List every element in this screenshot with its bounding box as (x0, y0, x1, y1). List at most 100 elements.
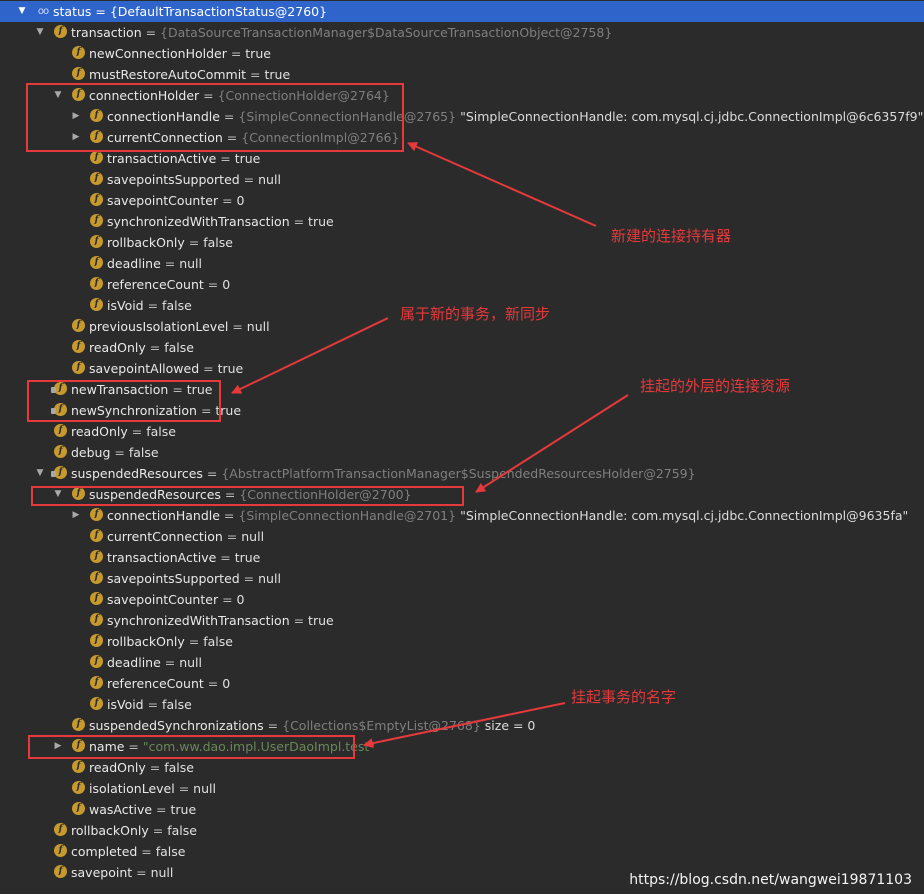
tree-row-label: isolationLevel = null (89, 778, 216, 799)
assignment-separator: = (143, 697, 163, 712)
tree-row-label: currentConnection = {ConnectionImpl@2766… (107, 127, 399, 148)
tree-row-label: currentConnection = null (107, 526, 264, 547)
assignment-separator: = (218, 193, 237, 208)
field-icon: f (90, 571, 103, 584)
variable-name: savepointCounter (107, 592, 219, 607)
variable-value: true (234, 550, 261, 565)
assignment-separator: = (168, 382, 187, 397)
variable-value: null (179, 655, 202, 670)
field-icon: f (72, 340, 85, 353)
tree-row-label: mustRestoreAutoCommit = true (89, 64, 290, 85)
field-icon: f (72, 781, 85, 794)
field-icon: f (72, 739, 85, 752)
variable-value: true (264, 67, 291, 82)
expand-arrow-icon[interactable]: ▶ (72, 132, 80, 142)
variable-value: {Collections$EmptyList@2768} (282, 718, 481, 733)
expand-arrow-icon[interactable]: ▶ (72, 510, 80, 520)
tree-row-label: connectionHandle = {SimpleConnectionHand… (107, 106, 923, 127)
field-icon: f (90, 130, 103, 143)
field-icon: f (54, 25, 67, 38)
expand-arrow-icon[interactable]: ▶ (54, 741, 62, 751)
tree-row-isolationlevel[interactable]: f isolationLevel = null (0, 778, 924, 799)
collapse-arrow-icon[interactable]: ▼ (36, 468, 44, 478)
field-icon: f (90, 592, 103, 605)
variable-name: rollbackOnly (71, 823, 149, 838)
variable-value: false (167, 823, 197, 838)
collapse-arrow-icon[interactable]: ▼ (18, 6, 26, 16)
collapse-arrow-icon[interactable]: ▼ (36, 27, 44, 37)
field-icon: f (90, 235, 103, 248)
collapse-arrow-icon[interactable]: ▼ (54, 90, 62, 100)
tree-row-label: suspendedSynchronizations = {Collections… (89, 715, 535, 736)
tree-row-label: referenceCount = 0 (107, 274, 230, 295)
variable-name: wasActive (89, 802, 153, 817)
assignment-separator: = (219, 109, 239, 124)
annotation-new-transaction-sync: 属于新的事务，新同步 (400, 305, 551, 323)
field-icon: f (90, 508, 103, 521)
variable-value: true (170, 802, 197, 817)
collapse-arrow-icon[interactable]: ▼ (54, 489, 62, 499)
variable-value: {ConnectionImpl@2766} (241, 130, 400, 145)
field-icon: f (90, 277, 103, 290)
variable-value: {SimpleConnectionHandle@2765} (238, 109, 457, 124)
tree-row-label: rollbackOnly = false (107, 631, 233, 652)
assignment-separator: = (160, 256, 180, 271)
variable-name: readOnly (89, 760, 146, 775)
field-icon: f (90, 676, 103, 689)
field-icon: f (90, 214, 103, 227)
variable-value: false (164, 760, 194, 775)
tree-row-referencecount[interactable]: f referenceCount = 0 (0, 274, 924, 295)
field-icon: f (90, 172, 103, 185)
variable-value: false (162, 697, 192, 712)
tree-row-currentconnection[interactable]: ▶ f currentConnection = {ConnectionImpl@27… (0, 127, 924, 148)
tree-row-label: savepointAllowed = true (89, 358, 243, 379)
variable-name: previousIsolationLevel (89, 319, 229, 334)
tree-row-label: readOnly = false (71, 421, 176, 442)
variable-name: deadline (107, 655, 161, 670)
tree-row-savepointssupported[interactable]: f savepointsSupported = null (0, 568, 924, 589)
variable-value: null (246, 319, 270, 334)
expand-arrow-icon[interactable]: ▶ (72, 111, 80, 121)
tree-row-label: readOnly = false (89, 337, 194, 358)
tree-row-readonly[interactable]: f readOnly = false (0, 337, 924, 358)
variable-name: savepointsSupported (107, 571, 240, 586)
variable-name: synchronizedWithTransaction (107, 214, 290, 229)
variable-name: savepointCounter (107, 193, 219, 208)
tree-row-label: savepointsSupported = null (107, 568, 281, 589)
